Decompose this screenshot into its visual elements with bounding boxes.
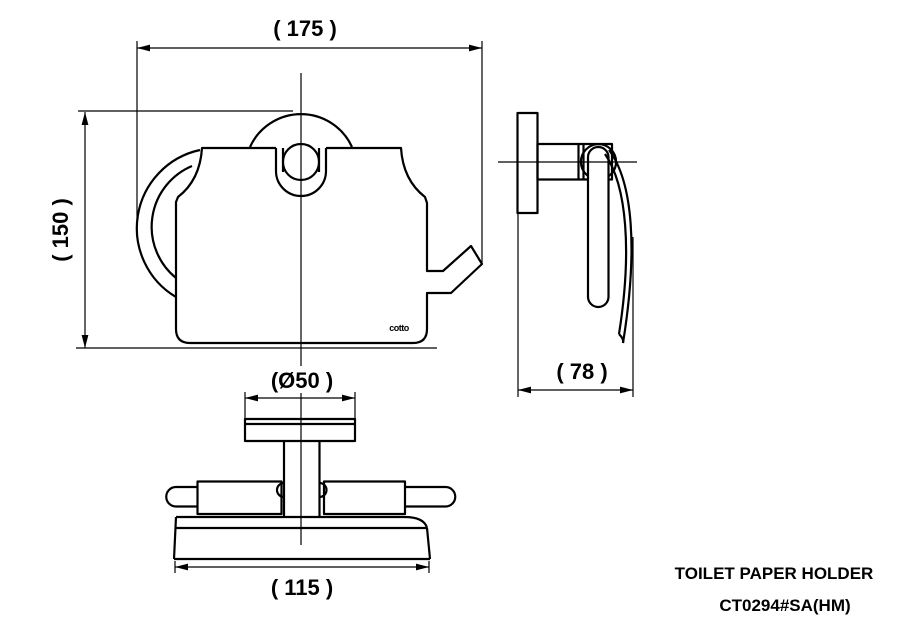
dim-width: ( 175 ) bbox=[136, 16, 483, 263]
dim-diameter-extension-lines bbox=[244, 392, 356, 419]
stem-fillet-right bbox=[319, 481, 328, 499]
bottom-view bbox=[165, 417, 457, 561]
cover-flap-inner-curve bbox=[604, 153, 628, 335]
dim-depth-label: ( 78 ) bbox=[556, 359, 607, 384]
roll-bar-right-section bbox=[322, 480, 407, 516]
dim-depth-arrow-left bbox=[518, 386, 531, 394]
cover-plate-top-edge bbox=[176, 515, 429, 529]
dim-diameter-arrow-right bbox=[342, 394, 355, 402]
dim-depth-extension-lines bbox=[517, 213, 634, 397]
stem-lines bbox=[282, 441, 321, 517]
dim-depth: ( 78 ) bbox=[517, 213, 634, 397]
dim-height-arrow-bottom bbox=[81, 335, 89, 348]
dim-height-label: ( 150 ) bbox=[48, 198, 73, 262]
spindle-rod-side bbox=[586, 145, 610, 309]
dim-height: ( 150 ) bbox=[48, 110, 437, 349]
cover-flap-outer-curve bbox=[608, 149, 633, 344]
dim-width-arrow-left bbox=[137, 44, 150, 52]
dim-flange-diameter: (Ø50 ) bbox=[244, 366, 356, 419]
dim-base-arrow-right bbox=[416, 563, 429, 571]
dim-width-arrow-right bbox=[469, 44, 482, 52]
dim-base-label: ( 115 ) bbox=[271, 575, 333, 600]
cover-plate-right-edge bbox=[425, 527, 432, 560]
dim-base-arrow-left bbox=[175, 563, 188, 571]
brand-logo: cotto bbox=[389, 323, 409, 333]
front-view: cotto bbox=[135, 113, 484, 345]
dim-width-extension-lines bbox=[136, 41, 483, 263]
dim-height-extension-lines bbox=[76, 110, 437, 349]
side-view bbox=[516, 111, 633, 344]
roll-bar-left-cap bbox=[165, 485, 198, 508]
product-code: CT0294#SA(HM) bbox=[719, 596, 850, 615]
dim-height-arrow-top bbox=[81, 112, 89, 125]
cover-flap-tip bbox=[618, 333, 625, 344]
cover-outline bbox=[174, 146, 484, 345]
wall-plate-side bbox=[516, 111, 539, 215]
cover-plate-left-edge bbox=[172, 516, 178, 560]
paper-roll-outer-arc bbox=[135, 148, 201, 298]
wall-flange-top bbox=[243, 417, 357, 443]
roll-bar-left-section bbox=[196, 480, 283, 516]
paper-roll-inner-arc bbox=[150, 164, 193, 279]
dim-depth-arrow-right bbox=[620, 386, 633, 394]
product-name: TOILET PAPER HOLDER bbox=[675, 564, 874, 583]
title-block: TOILET PAPER HOLDER CT0294#SA(HM) bbox=[675, 564, 874, 615]
roll-bar-right-cap bbox=[405, 485, 457, 508]
dim-diameter-label: (Ø50 ) bbox=[271, 368, 333, 393]
dim-diameter-label-background bbox=[261, 366, 345, 393]
dim-width-label: ( 175 ) bbox=[273, 16, 337, 41]
dim-diameter-arrow-left bbox=[245, 394, 258, 402]
dim-base-width: ( 115 ) bbox=[174, 561, 430, 600]
